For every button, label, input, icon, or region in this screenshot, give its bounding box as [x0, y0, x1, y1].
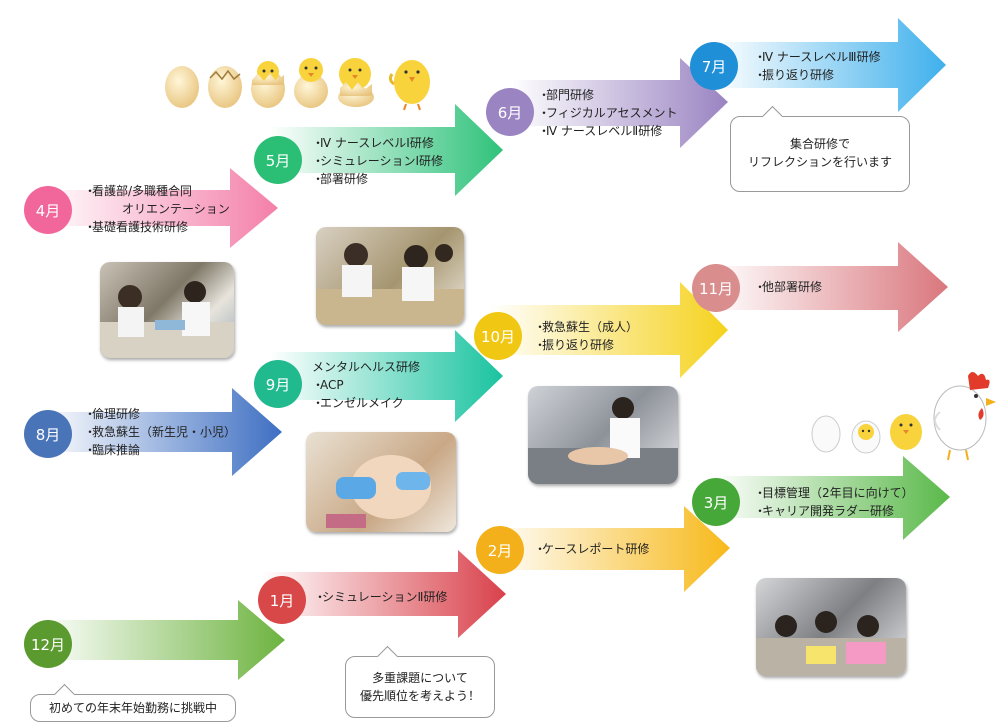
egg-icon: [165, 66, 199, 108]
arrow-july: [712, 18, 946, 112]
chick-icon: [890, 414, 922, 450]
arrow-march: [712, 456, 950, 540]
cracking-egg-icon: [208, 66, 242, 108]
egg-icon: [811, 415, 841, 453]
hatching-chick-icon: [294, 58, 328, 108]
arrow-october: [490, 282, 728, 378]
hatching-chick-icon: [251, 61, 285, 108]
arrow-november: [712, 242, 948, 332]
chick-icon: [338, 58, 374, 107]
hen-icon: [933, 372, 996, 461]
arrow-january: [262, 550, 506, 638]
arrow-august: [40, 388, 282, 476]
arrow-april: [40, 168, 278, 248]
chick-icon: [388, 60, 430, 111]
hatching-chick-icon: [851, 420, 881, 454]
arrow-may: [270, 104, 503, 196]
arrow-september: [270, 330, 503, 422]
arrow-june: [510, 58, 728, 148]
arrow-february: [490, 506, 730, 592]
arrow-december: [40, 600, 285, 680]
